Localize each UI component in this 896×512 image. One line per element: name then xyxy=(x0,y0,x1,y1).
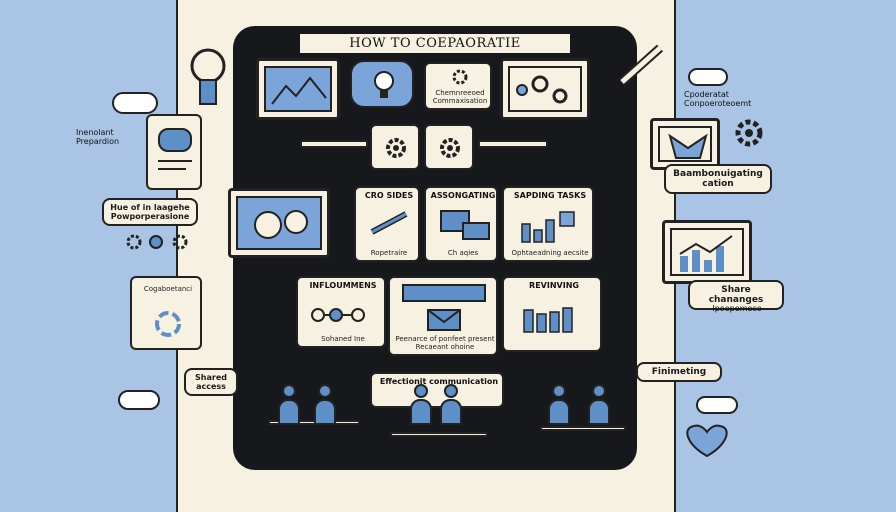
card-title: ASSONGATING xyxy=(430,191,496,200)
bar-chart-icon xyxy=(523,307,573,333)
top-left-monitor xyxy=(256,58,340,120)
gear-icons-cluster xyxy=(124,232,196,252)
card-title: Cogaboetanci xyxy=(143,285,193,293)
card-assongating: ASSONGATING Ch aqies xyxy=(424,186,498,262)
task-screen-icon xyxy=(462,222,490,240)
card-caption: Ch aqies xyxy=(447,249,479,257)
middle-left-monitor xyxy=(228,188,330,258)
left-document-card xyxy=(146,114,202,190)
right-monitor xyxy=(650,118,720,170)
card-caption: Sohaned Ine xyxy=(321,335,365,343)
shared-access-label: Shared access xyxy=(184,368,238,396)
gear-box-right xyxy=(424,124,474,170)
card-caption: Ropetraire xyxy=(370,249,408,257)
person-icon xyxy=(548,384,570,425)
right-label-cation: Baambonuigating cation xyxy=(664,164,772,194)
diagram-title: HOW TO COEPAORATIE xyxy=(300,34,570,53)
gear-icon xyxy=(735,119,763,147)
idea-cloud xyxy=(350,60,414,108)
card-title: SAPDING TASKS xyxy=(513,191,587,200)
right-note-conpoeroteoemt: Cpoderatat Conpoeroteoemt xyxy=(684,90,752,109)
card-sapding-tasks: SAPDING TASKS Ophtaeadning aecsite xyxy=(502,186,594,262)
communication-label: Chemnreeoed Commaxisation xyxy=(432,89,488,105)
flow-arrow xyxy=(300,140,368,148)
share-changes-sub: Ipoepemeco xyxy=(712,304,762,313)
communication-card: Chemnreeoed Commaxisation xyxy=(424,62,492,110)
person-icon xyxy=(314,384,336,425)
gear-icon xyxy=(386,138,406,158)
meeting-table xyxy=(540,426,626,431)
cloud-icon xyxy=(696,396,738,414)
person-icon xyxy=(278,384,300,425)
heart-icon xyxy=(686,424,728,458)
left-note-preparation: Inenolant Prepardion xyxy=(76,128,120,147)
card-caption: Peenarce of ponfeet present Recaeant oho… xyxy=(395,335,495,351)
pencil-icon xyxy=(370,211,408,235)
share-changes-label: Share chananges xyxy=(688,280,784,310)
gear-icon xyxy=(440,138,460,158)
card-title: REVINVING xyxy=(529,281,579,290)
person-icon xyxy=(440,384,462,425)
card-title: CRO SIDES xyxy=(364,191,414,200)
card-cro-sides: CRO SIDES Ropetraire xyxy=(354,186,420,262)
card-revinving: REVINVING xyxy=(502,276,602,352)
pencil-icon xyxy=(614,40,668,90)
person-icon xyxy=(588,384,610,425)
left-cogaboetanci-card: Cogaboetanci xyxy=(130,276,202,350)
person-icon xyxy=(410,384,432,425)
flow-arrow xyxy=(478,140,548,148)
lightbulb-icon xyxy=(374,71,394,98)
gear-icon xyxy=(452,69,468,85)
bottom-banner: Effectionit communication xyxy=(370,372,504,408)
bar-chart-icon xyxy=(521,211,575,243)
card-infloummens: INFLOUMMENS Sohaned Ine xyxy=(296,276,386,348)
cloud-icon xyxy=(118,390,160,410)
banner-icon xyxy=(402,284,486,302)
mail-icon xyxy=(427,309,461,331)
meeting-table xyxy=(390,432,488,437)
top-right-monitor xyxy=(500,58,590,120)
headset-icon xyxy=(186,44,230,108)
connection-icon xyxy=(311,308,365,322)
right-chart-monitor xyxy=(662,220,752,284)
card-present: Peenarce of ponfeet present Recaeant oho… xyxy=(388,276,498,356)
recycle-icon xyxy=(155,311,181,337)
cloud-icon xyxy=(112,92,158,114)
card-caption: Ophtaeadning aecsite xyxy=(511,249,589,257)
cloud-icon xyxy=(688,68,728,86)
banner-text: Effectionit communication xyxy=(379,377,499,386)
card-title: INFLOUMMENS xyxy=(309,281,377,290)
left-note-powporperasione: Hue of in laagehe Powporperasione xyxy=(102,198,198,226)
gear-box-left xyxy=(370,124,420,170)
finimeting-label: Finimeting xyxy=(636,362,722,382)
